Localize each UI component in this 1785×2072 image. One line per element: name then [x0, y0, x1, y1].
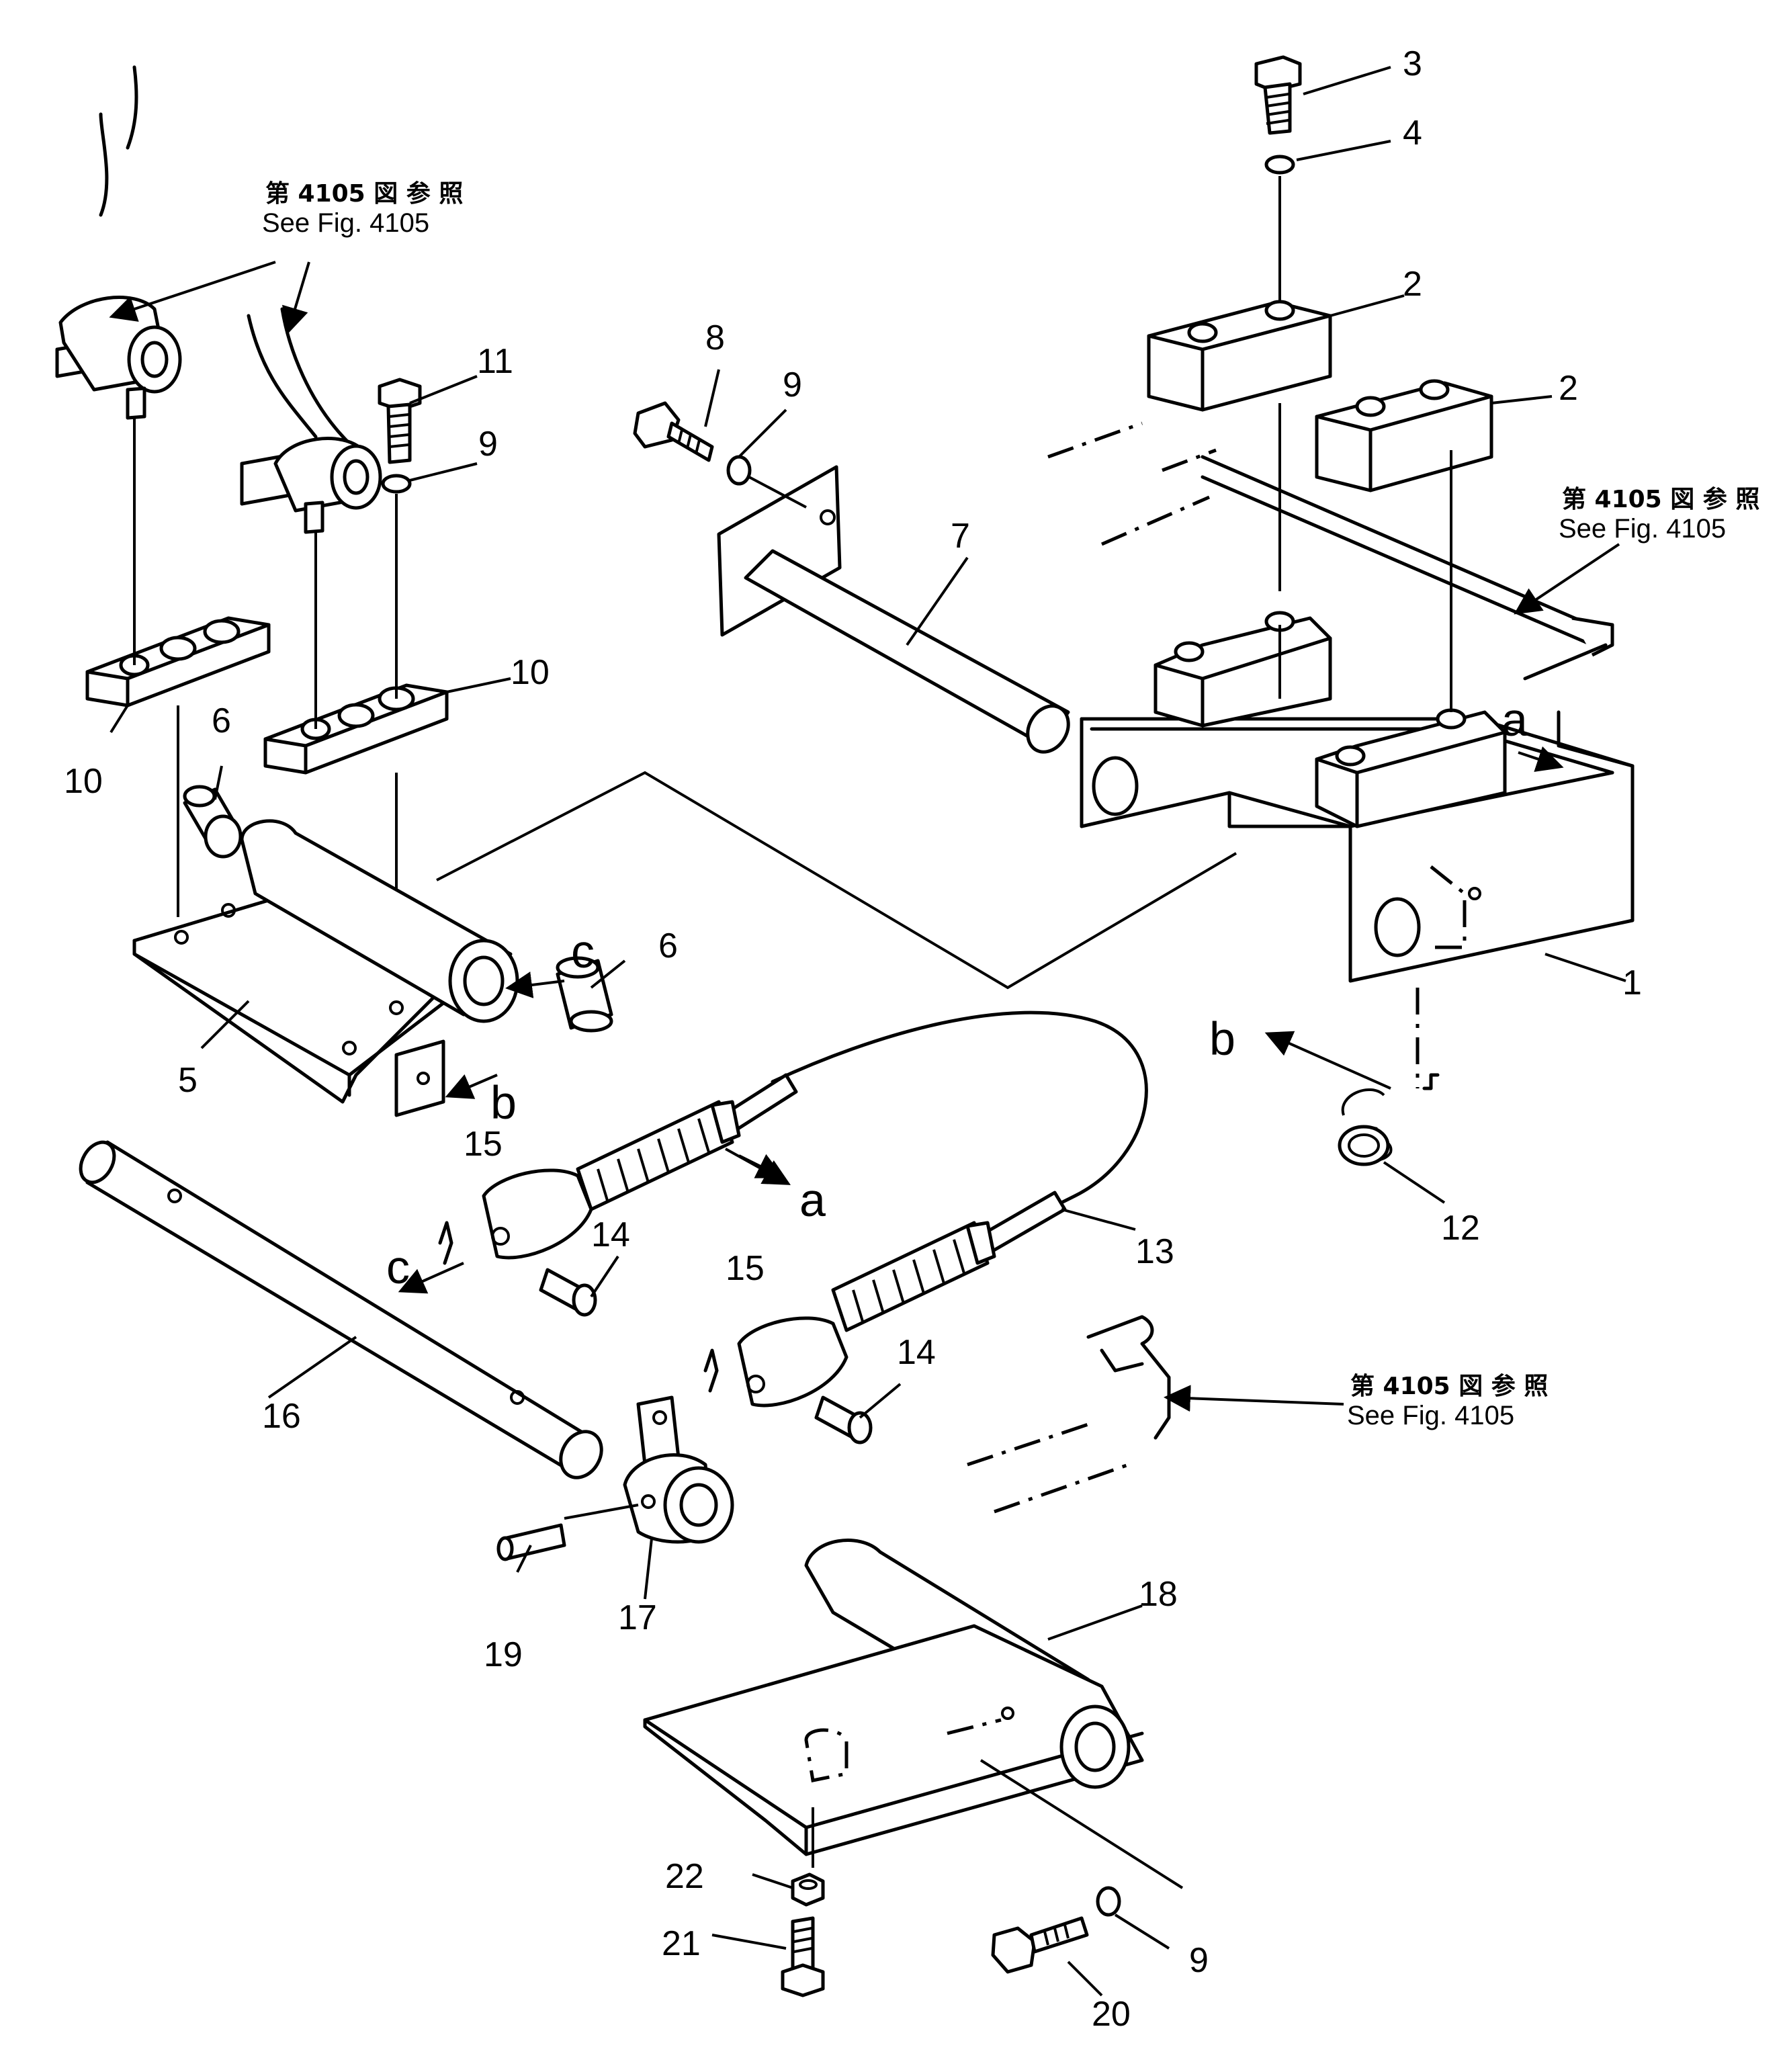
part-13-cable-end-upper — [482, 1100, 741, 1260]
part-15-cotter-upper — [438, 1221, 453, 1265]
callout-19: 19 — [484, 1635, 523, 1674]
reference-note-3: 第 4105 図 参 照 See Fig. 4105 — [1347, 1373, 1548, 1430]
callout-12: 12 — [1441, 1209, 1480, 1248]
part-17-lever — [623, 1395, 734, 1544]
leader-lines — [110, 66, 1626, 1997]
callout-20: 20 — [1092, 1995, 1131, 2034]
letter-b-left: b — [490, 1076, 517, 1129]
part-6-bushing-left — [183, 785, 243, 859]
part-10-plate-left — [85, 616, 271, 707]
callout-9-upper: 9 — [783, 365, 802, 404]
reference-note-1: 第 4105 図 参 照 See Fig. 4105 — [262, 180, 463, 238]
callout-14-lower: 14 — [897, 1333, 936, 1372]
callout-6-left: 6 — [212, 701, 231, 740]
part-2-lower-block-left — [1153, 611, 1332, 728]
letter-markers: a a b b c c — [386, 693, 1528, 1293]
callout-7: 7 — [951, 517, 970, 556]
part-14-pin-lower — [814, 1395, 873, 1444]
svg-text:See Fig. 4105: See Fig. 4105 — [262, 208, 429, 238]
part-20-bolt — [991, 1916, 1089, 1974]
svg-text:第 4105 図 参 照: 第 4105 図 参 照 — [265, 180, 463, 208]
part-3-bolt — [1254, 55, 1302, 135]
callout-22: 22 — [665, 1857, 704, 1896]
part-13-cable — [710, 1010, 1148, 1262]
callout-4: 4 — [1403, 114, 1422, 153]
part-15-cotter-lower — [703, 1348, 719, 1393]
left-second-fitting — [240, 307, 382, 534]
letter-a-upper: a — [1501, 693, 1528, 746]
callout-10-left: 10 — [64, 762, 103, 801]
callout-18: 18 — [1139, 1575, 1178, 1614]
assembly-line-8-7 — [748, 476, 807, 509]
part-2-upper-block-left — [1147, 300, 1332, 412]
callout-5: 5 — [178, 1061, 198, 1100]
callout-21: 21 — [662, 1924, 701, 1963]
part-2-upper-block-right — [1315, 379, 1493, 492]
letter-c-lower: c — [386, 1241, 410, 1293]
part-16-rod — [79, 1140, 603, 1479]
part-9-washer-left — [381, 474, 412, 494]
part-5-hinge-plate — [132, 819, 519, 1117]
part-14-pin-upper — [539, 1268, 597, 1317]
part-6-bushing-right — [556, 956, 613, 1033]
callout-2-upper: 2 — [1403, 265, 1422, 304]
part-18-plate — [643, 1539, 1184, 1889]
callout-11: 11 — [477, 342, 513, 381]
callout-13: 13 — [1135, 1232, 1174, 1271]
part-4-washer — [1264, 155, 1295, 175]
svg-text:See Fig. 4105: See Fig. 4105 — [1559, 514, 1726, 544]
svg-text:第 4105 図 参 照: 第 4105 図 参 照 — [1562, 486, 1759, 513]
callout-9-left: 9 — [478, 425, 498, 464]
callout-16: 16 — [262, 1397, 301, 1436]
part-12-spring — [1338, 988, 1440, 1166]
part-7-pin — [717, 465, 1070, 754]
part-22-nut — [791, 1872, 825, 1907]
left-top-fitting — [55, 65, 182, 420]
callout-14-upper: 14 — [591, 1215, 630, 1254]
part-2-lower-block-right — [1315, 708, 1507, 828]
arrows — [109, 261, 1620, 1412]
part-11-bolt — [378, 378, 422, 464]
svg-text:第 4105 図 参 照: 第 4105 図 参 照 — [1350, 1373, 1548, 1400]
callout-15-upper: 15 — [464, 1125, 503, 1164]
letter-c-upper: c — [571, 925, 595, 978]
letter-a-lower: a — [799, 1174, 826, 1226]
part-8-bolt — [633, 401, 714, 462]
part-21-bolt — [781, 1916, 825, 1997]
callout-9-lower: 9 — [1189, 1941, 1209, 1980]
callout-8: 8 — [705, 318, 725, 357]
part-9-washer-upper — [726, 455, 752, 486]
link-lines-center — [436, 771, 1237, 990]
callout-1: 1 — [1622, 963, 1642, 1002]
callout-15-lower: 15 — [726, 1249, 765, 1288]
letter-b-right: b — [1209, 1012, 1235, 1065]
callout-3: 3 — [1403, 44, 1422, 83]
callout-numbers: 3 4 2 2 1 8 9 7 11 9 10 10 6 5 6 13 12 1… — [64, 44, 1642, 2034]
pedal-outline — [967, 1315, 1171, 1514]
upper-shaft-rod — [1047, 421, 1614, 681]
callout-10-right: 10 — [511, 653, 550, 692]
reference-note-2: 第 4105 図 参 照 See Fig. 4105 — [1559, 486, 1759, 544]
part-10-plate-right — [263, 683, 449, 775]
svg-text:See Fig. 4105: See Fig. 4105 — [1347, 1401, 1514, 1430]
assembly-lines-left — [133, 417, 398, 1008]
callout-2-right: 2 — [1559, 369, 1578, 408]
part-19-pin — [496, 1523, 566, 1561]
part-9-washer-lower — [1096, 1886, 1121, 1917]
part-13-cable-end-lower — [737, 1221, 996, 1408]
callout-6-right: 6 — [658, 926, 678, 965]
callout-17: 17 — [618, 1598, 657, 1637]
